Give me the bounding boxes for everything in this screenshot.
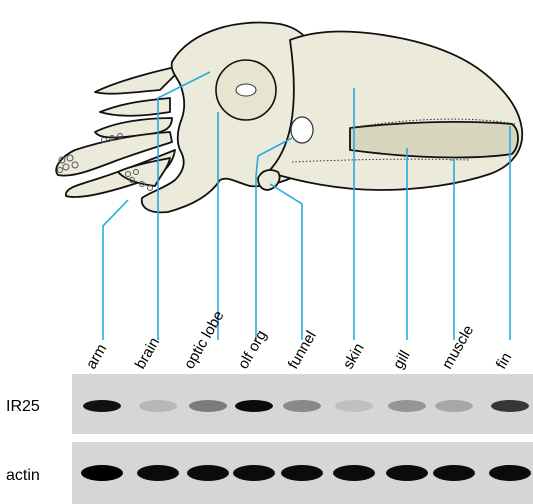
tissue-labels: arm brain optic lobe olf org funnel skin…	[83, 308, 516, 372]
band-ir25-brain	[139, 400, 177, 412]
band-actin-brain	[137, 465, 179, 481]
tissue-label-fin: fin	[493, 350, 516, 372]
tissue-label-optic-lobe: optic lobe	[181, 308, 228, 372]
band-ir25-arm	[83, 400, 121, 412]
gel-ir25	[72, 374, 533, 434]
leader-arm	[103, 200, 128, 340]
band-actin-arm	[81, 465, 123, 481]
row-label-ir25: IR25	[6, 398, 40, 415]
band-actin-gill	[386, 465, 428, 481]
band-ir25-gill	[388, 400, 426, 412]
leader-funnel	[270, 184, 302, 340]
band-actin-optic-lobe	[187, 465, 229, 481]
cuttlefish-illustration	[56, 23, 522, 213]
tissue-label-arm: arm	[83, 341, 111, 372]
gel-actin	[72, 442, 533, 504]
tissue-label-skin: skin	[340, 340, 368, 372]
fin-band	[350, 122, 518, 158]
band-ir25-muscle	[435, 400, 473, 412]
gel-actin-bands	[81, 465, 531, 481]
tissue-label-olf-org: olf org	[235, 327, 271, 372]
arm-back-2	[100, 98, 170, 116]
band-ir25-olf-org	[235, 400, 273, 412]
band-actin-skin	[333, 465, 375, 481]
gel-ir25-bands	[83, 400, 529, 412]
mantle	[268, 32, 522, 191]
band-actin-muscle	[433, 465, 475, 481]
tissue-label-muscle: muscle	[439, 322, 477, 372]
band-ir25-fin	[491, 400, 529, 412]
tissue-label-brain: brain	[132, 335, 163, 372]
band-ir25-funnel	[283, 400, 321, 412]
tissue-label-gill: gill	[390, 348, 414, 372]
row-label-actin: actin	[6, 467, 40, 484]
olfactory-organ	[291, 117, 313, 143]
band-actin-fin	[489, 465, 531, 481]
band-actin-olf-org	[233, 465, 275, 481]
band-ir25-skin	[335, 400, 373, 412]
eye-pupil	[236, 84, 256, 96]
leader-muscle	[450, 160, 454, 340]
tissue-label-funnel: funnel	[285, 328, 320, 372]
band-ir25-optic-lobe	[189, 400, 227, 412]
band-actin-funnel	[281, 465, 323, 481]
